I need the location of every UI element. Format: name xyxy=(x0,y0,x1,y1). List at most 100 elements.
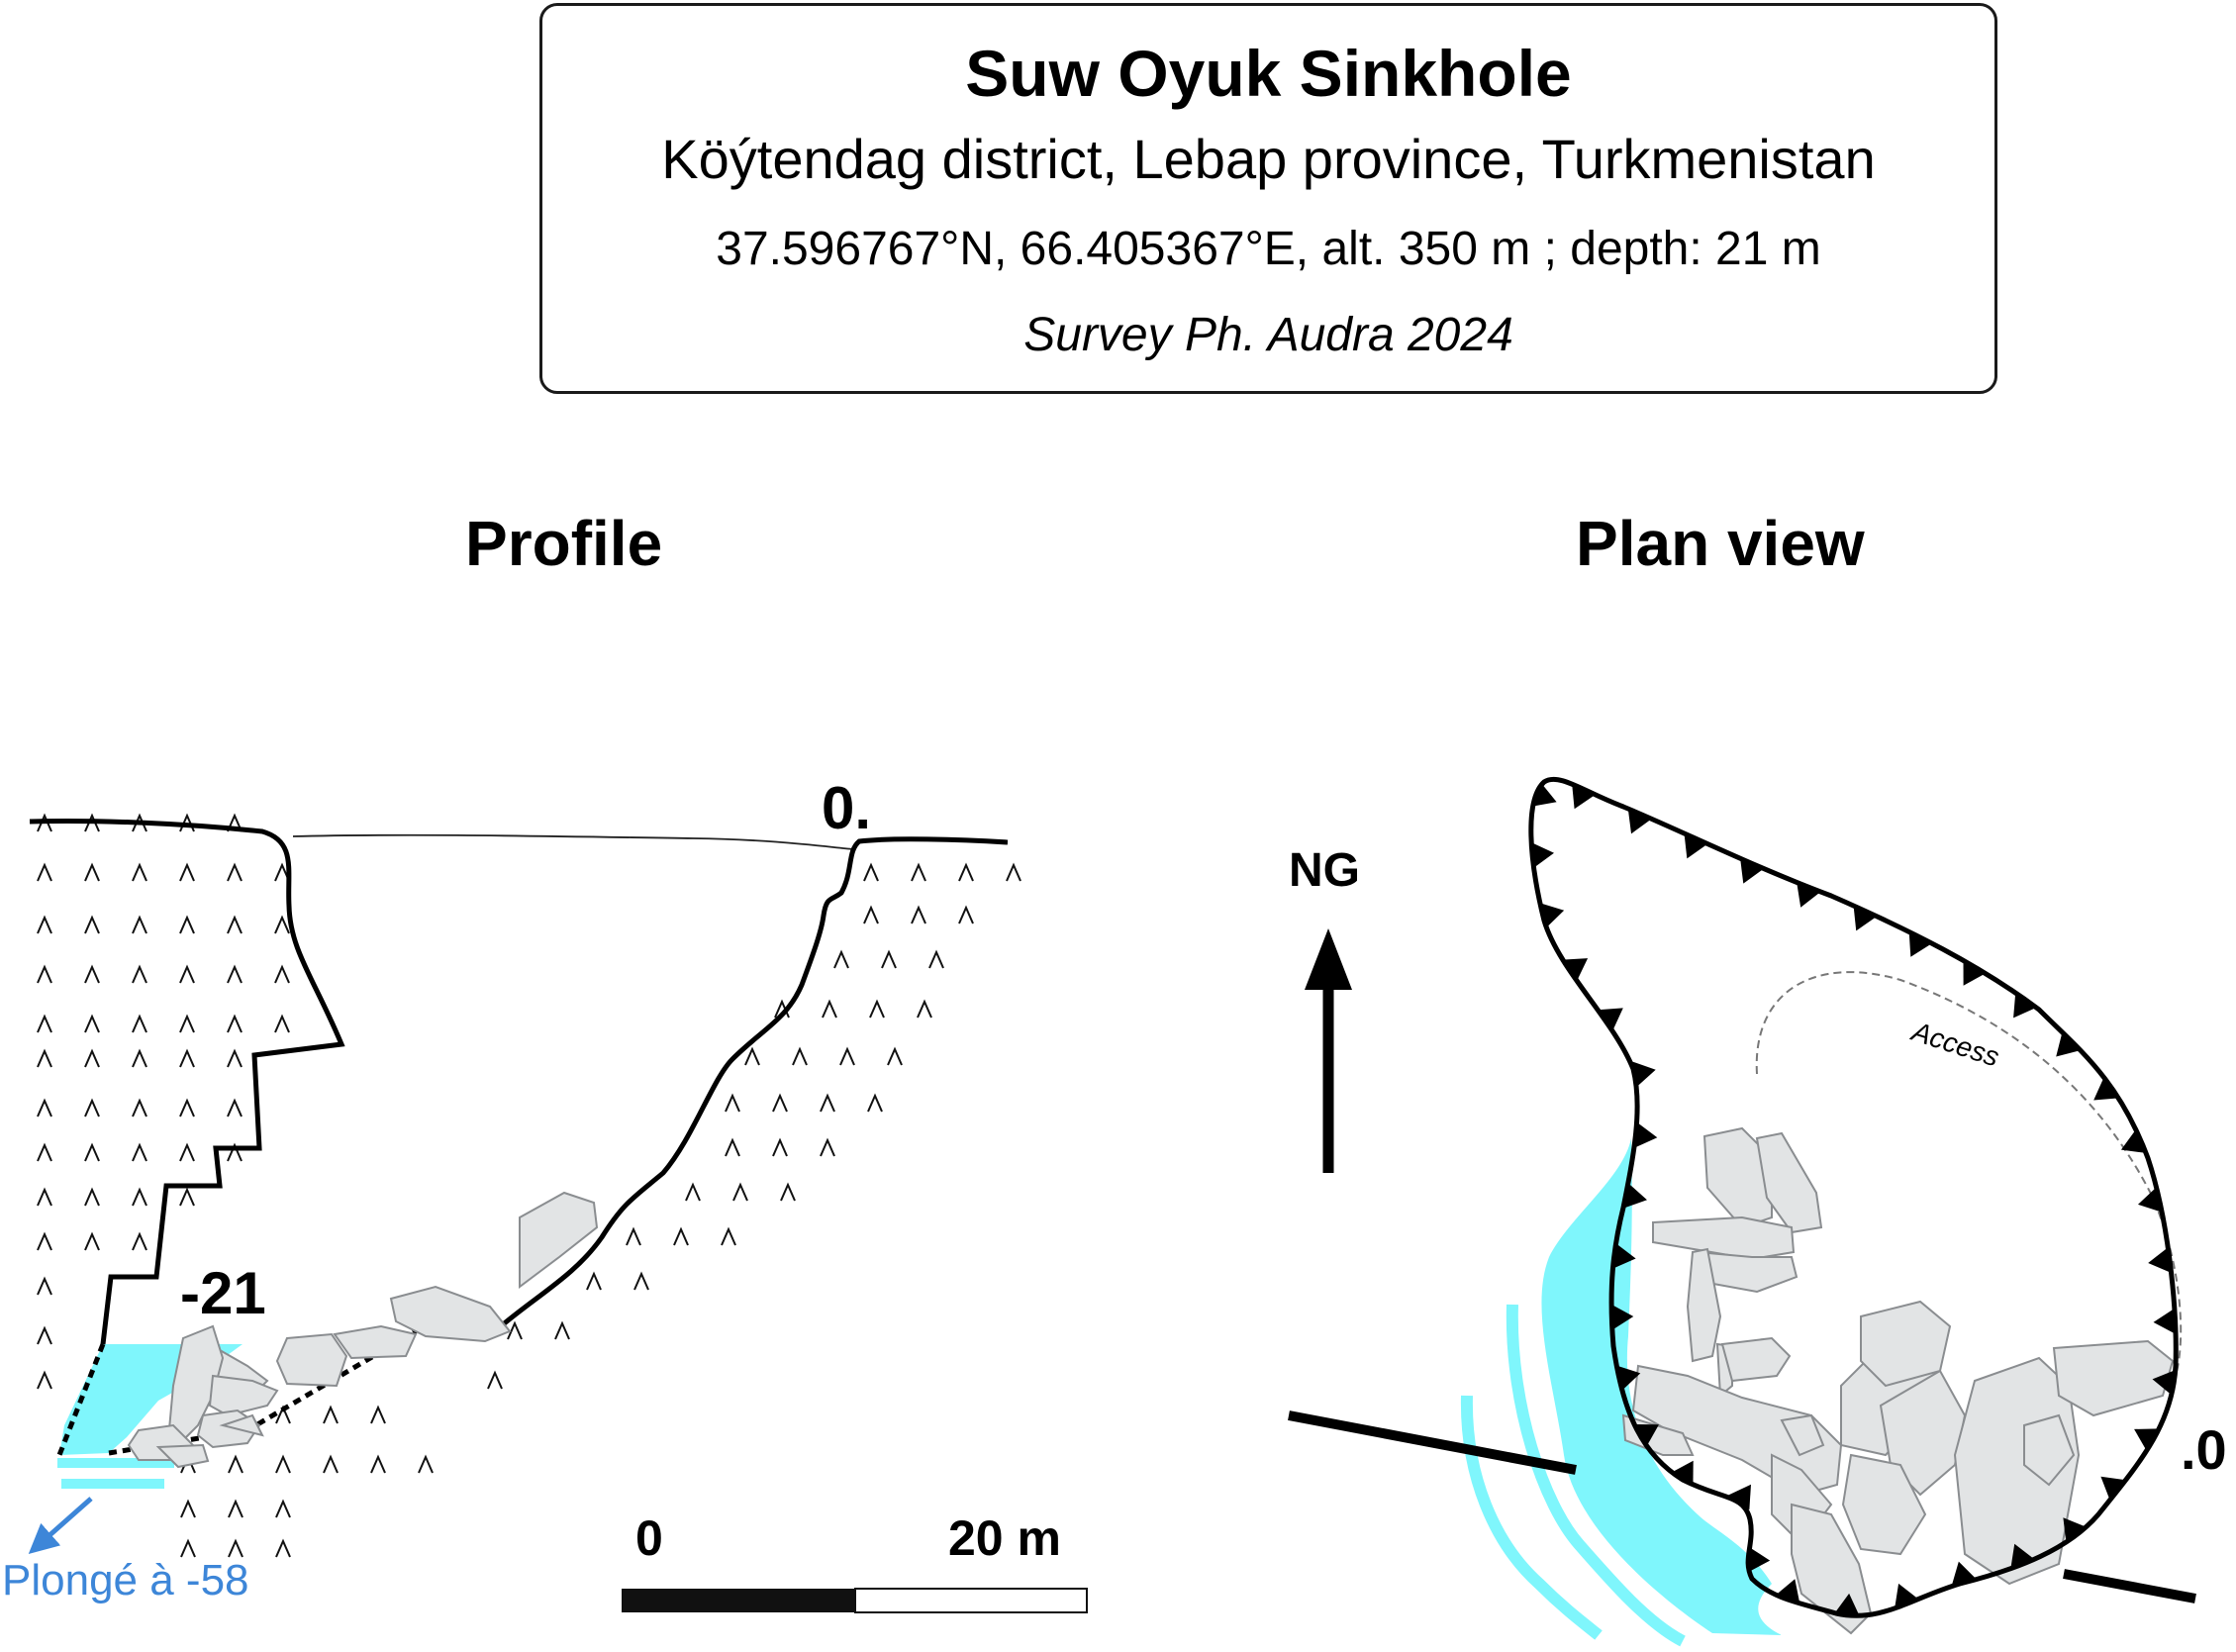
rock-hatch-mark xyxy=(772,1137,788,1157)
plan-cliff-teeth xyxy=(1530,782,2177,1617)
profile-top-datum: 0. xyxy=(822,775,872,841)
rock-hatch-mark xyxy=(958,905,974,924)
rock-hatch-mark xyxy=(772,1093,788,1113)
rock-hatch-mark xyxy=(37,964,52,984)
rock-hatch-mark xyxy=(37,1231,52,1251)
rock-hatch-mark xyxy=(227,862,243,882)
cliff-tooth xyxy=(2100,1476,2126,1501)
cliff-tooth xyxy=(1633,1423,1659,1447)
rock-hatch-mark xyxy=(911,862,926,882)
rock-hatch-mark xyxy=(227,1048,243,1068)
rock-hatch-mark xyxy=(487,1370,503,1390)
plan-boulders xyxy=(1621,1126,2175,1635)
rock-hatch-mark xyxy=(863,862,879,882)
rock-hatch-mark xyxy=(820,1137,835,1157)
cliff-tooth xyxy=(1634,1121,1658,1148)
plan-water-stream-1 xyxy=(1506,1304,1686,1647)
rock-hatch-mark xyxy=(37,1187,52,1207)
rock-hatch-mark xyxy=(275,1538,291,1558)
cliff-tooth xyxy=(1610,1304,1634,1330)
title-block: Suw Oyuk Sinkhole Köýtendag district, Le… xyxy=(539,3,1997,394)
rock-hatch-mark xyxy=(132,813,147,832)
profile-right-wall xyxy=(493,836,1009,1333)
rock-hatch-right xyxy=(487,862,1021,1390)
rock-hatch-mark xyxy=(179,964,195,984)
scale-bar-white xyxy=(854,1588,1088,1613)
rock-hatch-mark xyxy=(84,1014,100,1033)
rock-hatch-mark xyxy=(132,1187,147,1207)
rock-hatch-mark xyxy=(37,1142,52,1162)
rock-hatch-mark xyxy=(132,1014,147,1033)
submerged-passage-2 xyxy=(61,1479,164,1489)
scale-start-label: 0 xyxy=(635,1510,663,1566)
cliff-tooth xyxy=(1627,808,1652,834)
profile-depth-label: -21 xyxy=(180,1260,266,1326)
rock-hatch-mark xyxy=(839,1046,855,1066)
rock-hatch-mark xyxy=(780,1182,796,1202)
rock-hatch-mark xyxy=(84,813,100,832)
scale-end-label: 20 m xyxy=(948,1510,1061,1566)
access-path xyxy=(1755,971,2183,1387)
rock-hatch-mark xyxy=(820,1093,835,1113)
profile-boulders xyxy=(127,1191,599,1469)
rock-hatch-mark xyxy=(869,999,885,1019)
rock-hatch-mark xyxy=(132,1142,147,1162)
rock-hatch-mark xyxy=(721,1226,736,1246)
cliff-tooth xyxy=(2010,1543,2035,1570)
cliff-tooth xyxy=(2134,1428,2160,1452)
rock-hatch-mark xyxy=(370,1405,386,1424)
rock-hatch-mark xyxy=(507,1320,523,1340)
cliff-tooth xyxy=(1747,1546,1771,1573)
cliff-tooth xyxy=(1775,1579,1800,1604)
rock-hatch-mark xyxy=(887,1046,903,1066)
rock-hatch-mark xyxy=(732,1182,748,1202)
rock-hatch-mark xyxy=(1006,862,1021,882)
rock-hatch-mark xyxy=(275,1499,291,1518)
cliff-tooth xyxy=(2148,1247,2172,1274)
rock-hatch-mark xyxy=(132,915,147,934)
rock-hatch-mark xyxy=(586,1271,602,1291)
plan-fault-line-east xyxy=(2063,1569,2196,1603)
cliff-tooth xyxy=(1895,1583,1919,1609)
coordinates-text: 37.596767°N, 66.405367°E, alt. 350 m ; d… xyxy=(716,223,1821,275)
rock-hatch-mark xyxy=(132,862,147,882)
cliff-tooth xyxy=(1684,832,1708,859)
rock-hatch-mark xyxy=(84,862,100,882)
rock-hatch-mark xyxy=(37,1048,52,1068)
plan-water-body xyxy=(1541,1138,1782,1635)
dive-note: Plongé à -58 xyxy=(2,1556,249,1604)
cliff-tooth xyxy=(2063,1517,2088,1543)
cliff-tooth xyxy=(1631,1061,1656,1087)
rock-hatch-mark xyxy=(37,813,52,832)
rock-hatch-mark xyxy=(84,1048,100,1068)
rock-hatch-mark xyxy=(227,1098,243,1118)
survey-credit: Survey Ph. Audra 2024 xyxy=(1023,309,1513,361)
rock-hatch-mark xyxy=(179,862,195,882)
cliff-tooth xyxy=(1530,841,1555,868)
rock-hatch-mark xyxy=(132,1048,147,1068)
scale-bar xyxy=(622,1588,1088,1613)
cliff-tooth xyxy=(1963,960,1986,986)
cliff-tooth xyxy=(1951,1561,1977,1587)
cliff-tooth xyxy=(1598,1008,1623,1031)
cliff-tooth xyxy=(1562,958,1589,982)
rock-hatch-mark xyxy=(180,1538,196,1558)
access-label: Access xyxy=(1906,1016,2002,1073)
rock-hatch-mark xyxy=(179,1048,195,1068)
cliff-tooth xyxy=(1833,1593,1860,1617)
rock-hatch-mark xyxy=(37,862,52,882)
rock-hatch-mark xyxy=(37,1098,52,1118)
rock-hatch-mark xyxy=(37,1325,52,1345)
scale-bar-black xyxy=(622,1589,855,1612)
submerged-passage-1 xyxy=(57,1458,174,1468)
rock-hatch-mark xyxy=(725,1137,740,1157)
rock-hatch-mark xyxy=(881,949,897,969)
cliff-tooth xyxy=(1539,903,1565,928)
rock-hatch-mark xyxy=(554,1320,570,1340)
profile-title: Profile xyxy=(465,508,663,579)
cliff-tooth xyxy=(1572,783,1596,810)
rock-hatch-mark xyxy=(84,1231,100,1251)
rock-hatch-mark xyxy=(179,1142,195,1162)
north-arrow-head xyxy=(1305,928,1352,990)
